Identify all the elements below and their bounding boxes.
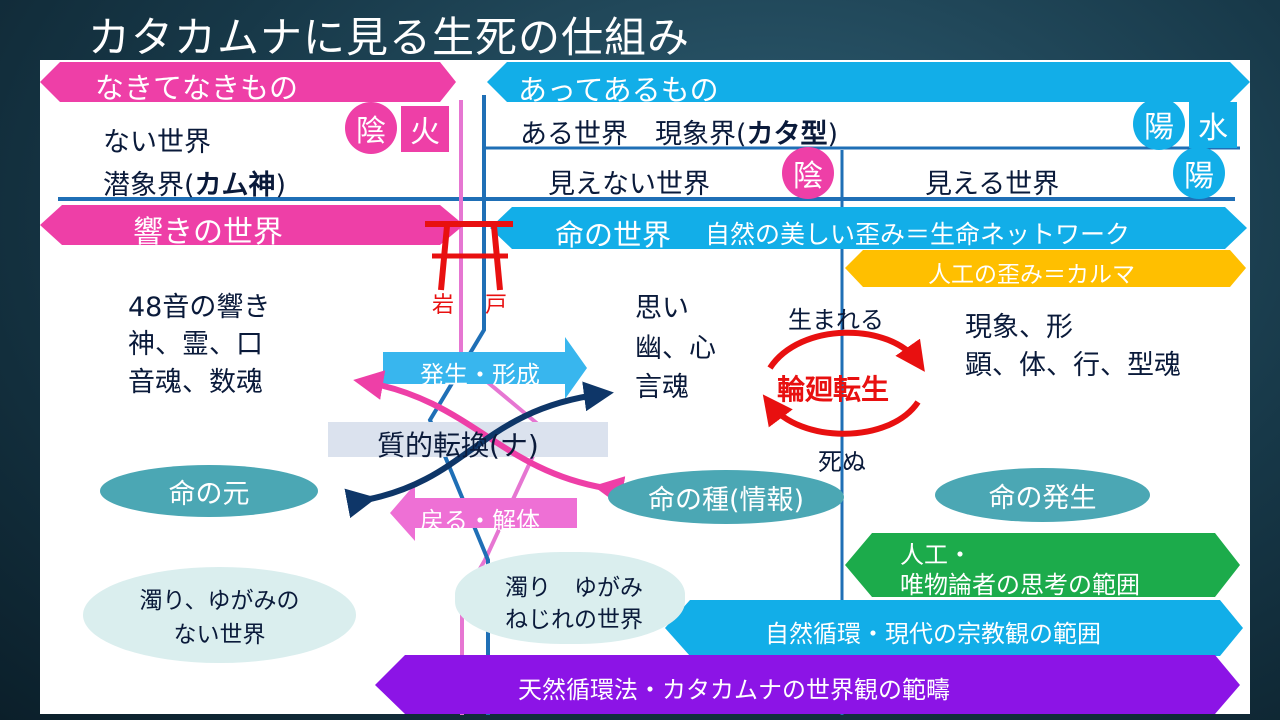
text-aru-sekai: ある世界 現象界(カタ型) (520, 119, 839, 150)
label-modoru: 戻る・解体 (420, 507, 540, 535)
label-hassei: 発生・形成 (420, 361, 540, 389)
label-inochi-world: 命の世界 (555, 218, 672, 252)
oval-nigori-nai-line2: ない世界 (173, 622, 266, 648)
badge-you-middle: 陽 (1173, 147, 1225, 199)
text-genshou-katachi: 現象、形 (965, 312, 1073, 343)
text-iwa: 岩 (432, 293, 455, 318)
arrow-jinkou (845, 250, 1246, 287)
text-omoi: 思い (635, 293, 689, 324)
arrow-shizen (665, 600, 1243, 656)
oval-nigori-nai-line1: 濁り、ゆがみの (139, 588, 300, 614)
text-nai-sekai: ない世界 (103, 127, 211, 158)
text-mieru-sekai: 見える世界 (925, 169, 1060, 200)
arrow-hibiki (40, 205, 464, 245)
cycle-arc-top (767, 329, 925, 372)
text-shitsuteki-tenkan: 質的転換(ナ) (377, 429, 539, 462)
text-mienai-sekai: 見えない世界 (548, 169, 710, 200)
text-umareru: 生まれる (788, 306, 884, 334)
text-kotodama: 言魂 (635, 372, 689, 403)
text-ken-tai: 顕、体、行、型魂 (965, 350, 1181, 381)
text-kami-rei: 神、霊、口 (128, 329, 263, 360)
label-atte: あってあるもの (518, 73, 719, 107)
arrow-inochi (490, 207, 1247, 249)
text-to: 戸 (485, 293, 508, 318)
badge-in-left: 陰 (345, 102, 397, 154)
label-shizen-yugami: 自然の美しい歪み＝生命ネットワーク (705, 220, 1131, 249)
text-48-oto: 48音の響き (128, 292, 271, 323)
text-nigori-yugami-1: 濁り ゆがみ (505, 575, 643, 601)
oval-inochi-no-hassei: 命の発生 (935, 468, 1150, 522)
cycle-arc-bottom (762, 394, 921, 437)
oval-nigori-yugami (455, 552, 685, 644)
badge-hi: 火 (401, 106, 449, 152)
label-nakite: なきてなきもの (95, 71, 299, 105)
oval-inochi-no-moto: 命の元 (100, 465, 318, 517)
arrow-tennen (375, 655, 1240, 714)
badge-you-top: 陽 (1133, 98, 1185, 150)
arrow-yuibutsu (845, 533, 1240, 597)
text-nigori-yugami-2: ねじれの世界 (505, 607, 643, 633)
oval-inochi-no-tane: 命の種(情報) (608, 470, 844, 524)
label-yuibutsu-2: 唯物論者の思考の範囲 (900, 571, 1140, 599)
text-senzoukai: 潜象界(カム神) (103, 170, 287, 201)
page-title: カタカムナに見る生死の仕組み (88, 13, 691, 62)
text-rinne-tensei: 輪廻転生 (777, 373, 890, 406)
text-yuu-kokoro: 幽、心 (635, 333, 716, 364)
oval-nigori-nai: 濁り、ゆがみの ない世界 (83, 567, 356, 663)
label-tennen: 天然循環法・カタカムナの世界観の範疇 (518, 676, 950, 704)
label-jinkou: 人工の歪み＝カルマ (928, 262, 1135, 288)
text-otodama: 音魂、数魂 (128, 367, 263, 398)
label-hibiki: 響きの世界 (133, 215, 283, 250)
torii-post-right (491, 225, 503, 291)
text-shinu: 死ぬ (818, 448, 866, 476)
arrow-nakite (40, 62, 456, 102)
label-yuibutsu-1: 人工・ (900, 541, 972, 569)
curve-navy (344, 381, 614, 519)
label-shizen-junkan: 自然循環・現代の宗教観の範囲 (765, 620, 1101, 648)
arrow-atte (487, 62, 1250, 102)
badge-in-middle: 陰 (782, 147, 834, 199)
badge-mizu: 水 (1189, 102, 1237, 148)
torii-post-left (438, 225, 450, 291)
